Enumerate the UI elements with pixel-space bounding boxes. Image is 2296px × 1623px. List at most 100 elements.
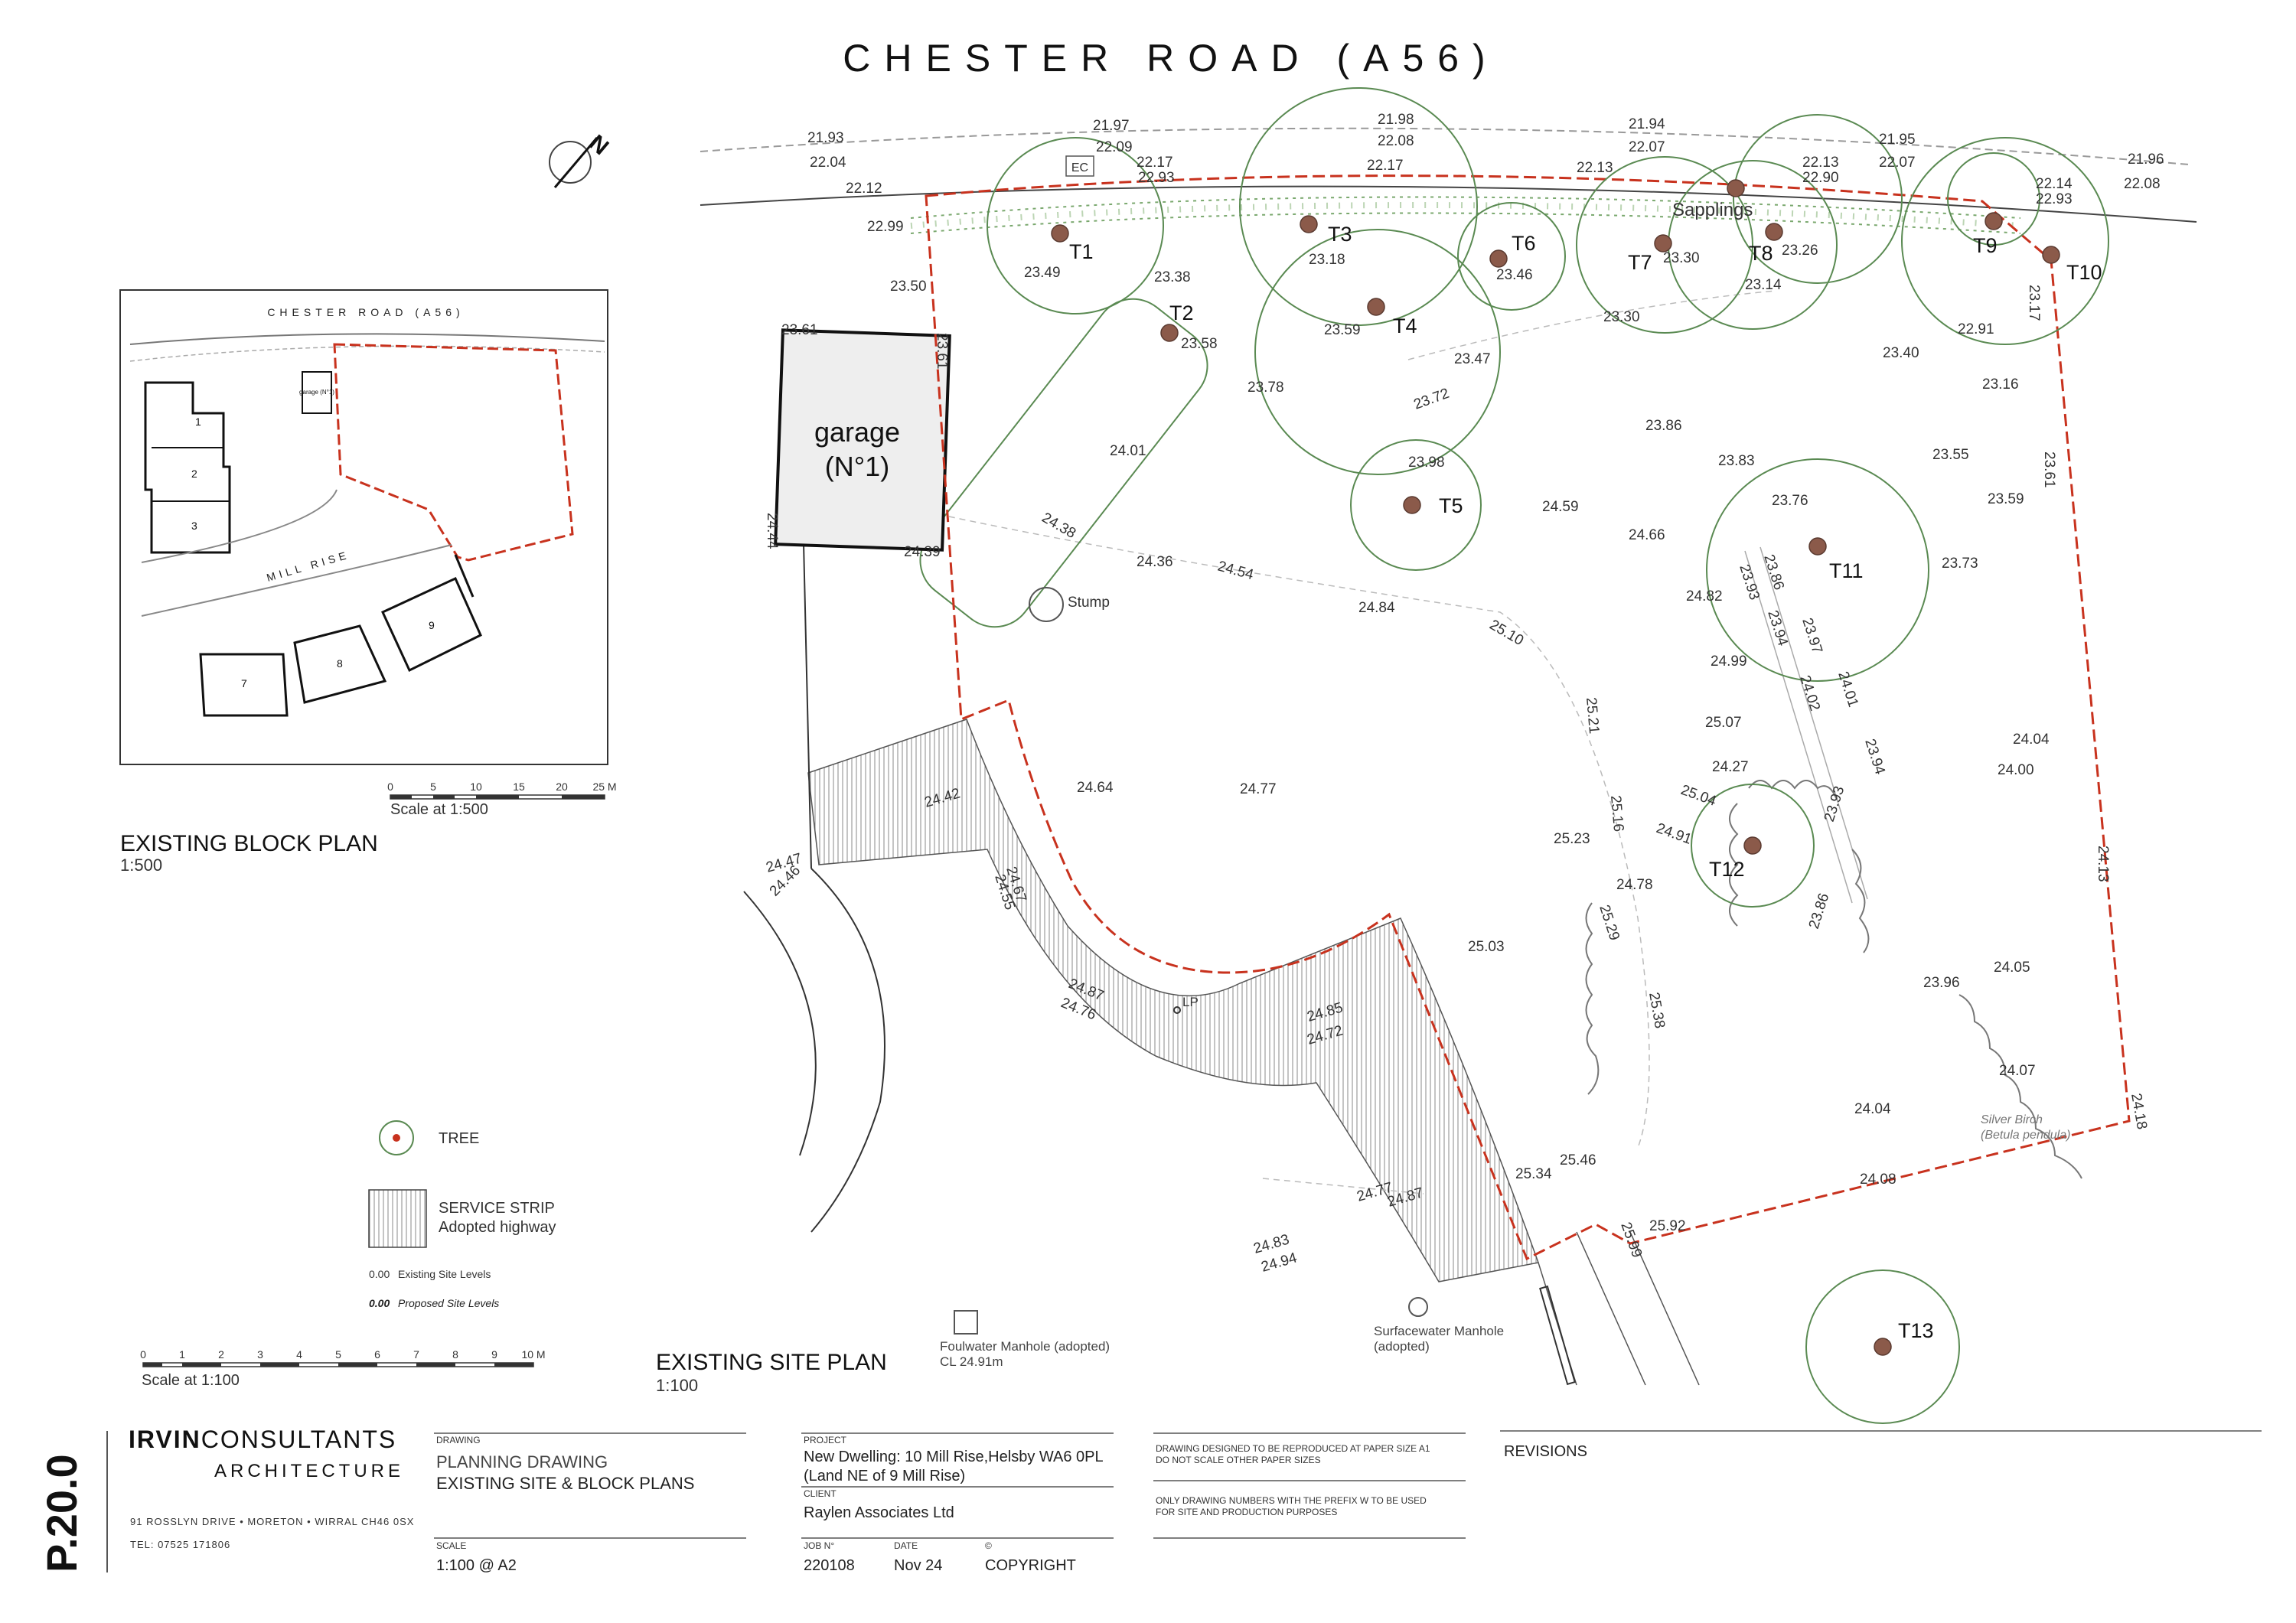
svg-text:23.40: 23.40 [1883,345,1919,361]
tree-label-t7: T7 [1628,251,1652,274]
svg-text:0: 0 [387,781,393,793]
legend-tree-icon [379,1120,414,1155]
svg-text:25.34: 25.34 [1515,1166,1552,1182]
foul-manhole-label: Foulwater Manhole (adopted) [940,1339,1110,1354]
svg-text:23.78: 23.78 [1247,380,1284,396]
svg-text:23.49: 23.49 [1024,265,1061,281]
svg-text:24.66: 24.66 [1629,527,1665,543]
svg-text:22.12: 22.12 [846,181,882,197]
svg-text:23.30: 23.30 [1663,250,1700,266]
legend-proposed-text: Proposed Site Levels [398,1297,499,1309]
svg-text:25.07: 25.07 [1705,715,1742,731]
sapplings-label: Sapplings [1672,200,1753,220]
block-house-1: 1 [195,416,201,428]
svg-text:24.39: 24.39 [904,544,941,560]
block-house-2: 2 [191,468,197,480]
svg-text:23.38: 23.38 [1154,269,1191,285]
svg-text:23.97: 23.97 [1799,616,1825,656]
svg-text:24.54: 24.54 [1216,559,1256,584]
tree-canopies [987,87,2109,1424]
tree-label-t8: T8 [1749,242,1773,265]
svg-text:22.93: 22.93 [1138,170,1175,186]
site-scale-bar: 0 1 2 3 4 5 6 7 8 9 10 M Scale at 1:100 [140,1348,545,1389]
svg-text:10 M: 10 M [521,1348,545,1361]
foul-cl-label: CL 24.91m [940,1354,1003,1369]
svg-text:23.96: 23.96 [1923,975,1960,991]
site-plan-scale: 1:100 [656,1376,698,1395]
site-scale-caption: Scale at 1:100 [142,1372,240,1389]
legend-existing-text: Existing Site Levels [398,1268,491,1280]
tree-label-t5: T5 [1439,494,1463,517]
svg-text:2: 2 [218,1348,224,1361]
service-strip [807,719,1540,1282]
svg-text:24.04: 24.04 [1854,1101,1891,1117]
svg-text:25.23: 25.23 [1554,831,1590,847]
site-plan: garage (N°1) [700,87,2197,1424]
svg-text:4: 4 [296,1348,302,1361]
block-house-9: 9 [429,619,435,631]
svg-text:21.93: 21.93 [807,130,844,146]
firm-address: 91 ROSSLYN DRIVE • MORETON • WIRRAL CH46… [130,1516,414,1527]
svg-text:PROJECT: PROJECT [804,1435,847,1445]
svg-text:24.99: 24.99 [1711,653,1747,670]
legend: TREE SERVICE STRIP Adopted highway 0.00 … [368,1120,556,1309]
firm-name: IRVINCONSULTANTS [129,1426,396,1453]
sheet-number: P.20.0 [38,1454,86,1572]
svg-text:3: 3 [257,1348,263,1361]
svg-text:24.77: 24.77 [1240,781,1277,797]
svg-text:23.72: 23.72 [1412,386,1452,413]
drawing-line2: EXISTING SITE & BLOCK PLANS [436,1474,694,1493]
svg-text:22.90: 22.90 [1802,170,1839,186]
note1-line1: DRAWING DESIGNED TO BE REPRODUCED AT PAP… [1156,1443,1430,1454]
svg-text:24.44: 24.44 [764,513,780,549]
firm-sub: ARCHITECTURE [214,1461,404,1481]
north-arrow-icon: N [549,130,613,188]
svg-text:23.46: 23.46 [1496,267,1533,283]
legend-tree-label: TREE [439,1130,479,1147]
svg-text:25.46: 25.46 [1560,1152,1596,1168]
block-house-3: 3 [191,520,197,532]
block-road-label: CHESTER ROAD (A56) [267,306,464,318]
svg-text:24.01: 24.01 [1835,670,1861,709]
tree-label-t13: T13 [1898,1319,1934,1342]
svg-text:24.84: 24.84 [1358,600,1395,616]
svg-text:22.09: 22.09 [1096,139,1133,155]
svg-text:22.99: 22.99 [867,219,904,235]
block-house-8: 8 [337,657,343,670]
tree-label-t11: T11 [1829,559,1864,582]
firm-tel: TEL: 07525 171806 [130,1539,230,1550]
svg-text:24.38: 24.38 [1039,510,1079,542]
svg-text:24.00: 24.00 [1998,762,2034,778]
client-value: Raylen Associates Ltd [804,1504,954,1521]
legend-existing-value: 0.00 [369,1268,390,1280]
revisions-label: REVISIONS [1504,1443,1587,1460]
tree-label-t3: T3 [1328,223,1352,246]
legend-proposed-value: 0.00 [369,1297,390,1309]
silver-birch-label: Silver Birch [1981,1113,2043,1126]
svg-text:22.13: 22.13 [1802,155,1839,171]
svg-text:24.13: 24.13 [2095,846,2111,882]
betula-label: (Betula pendula) [1981,1129,2070,1142]
svg-text:24.18: 24.18 [2128,1092,2150,1130]
svg-text:5: 5 [335,1348,341,1361]
tree-label-t9: T9 [1973,234,1998,257]
foul-manhole-icon [954,1310,978,1335]
svg-text:23.18: 23.18 [1309,252,1345,268]
svg-text:24.01: 24.01 [1110,443,1146,459]
svg-text:10: 10 [470,781,482,793]
project-line1: New Dwelling: 10 Mill Rise,Helsby WA6 0P… [804,1449,1104,1465]
tree-label-t2: T2 [1169,301,1194,324]
svg-text:24.08: 24.08 [1860,1172,1896,1188]
svg-text:21.98: 21.98 [1378,112,1414,128]
svg-text:24.07: 24.07 [1999,1063,2036,1079]
svg-text:25.16: 25.16 [1607,795,1626,833]
site-boundary [925,174,2131,1261]
surface-adopted-label: (adopted) [1374,1339,1430,1354]
svg-text:24.36: 24.36 [1137,554,1173,570]
svg-text:DRAWING: DRAWING [436,1435,481,1445]
svg-text:24.27: 24.27 [1712,759,1749,775]
project-line2: (Land NE of 9 Mill Rise) [804,1468,965,1484]
svg-text:25.04: 25.04 [1678,782,1718,810]
garage-label-line2: (N°1) [825,451,889,482]
tree-label-t4: T4 [1393,314,1417,337]
